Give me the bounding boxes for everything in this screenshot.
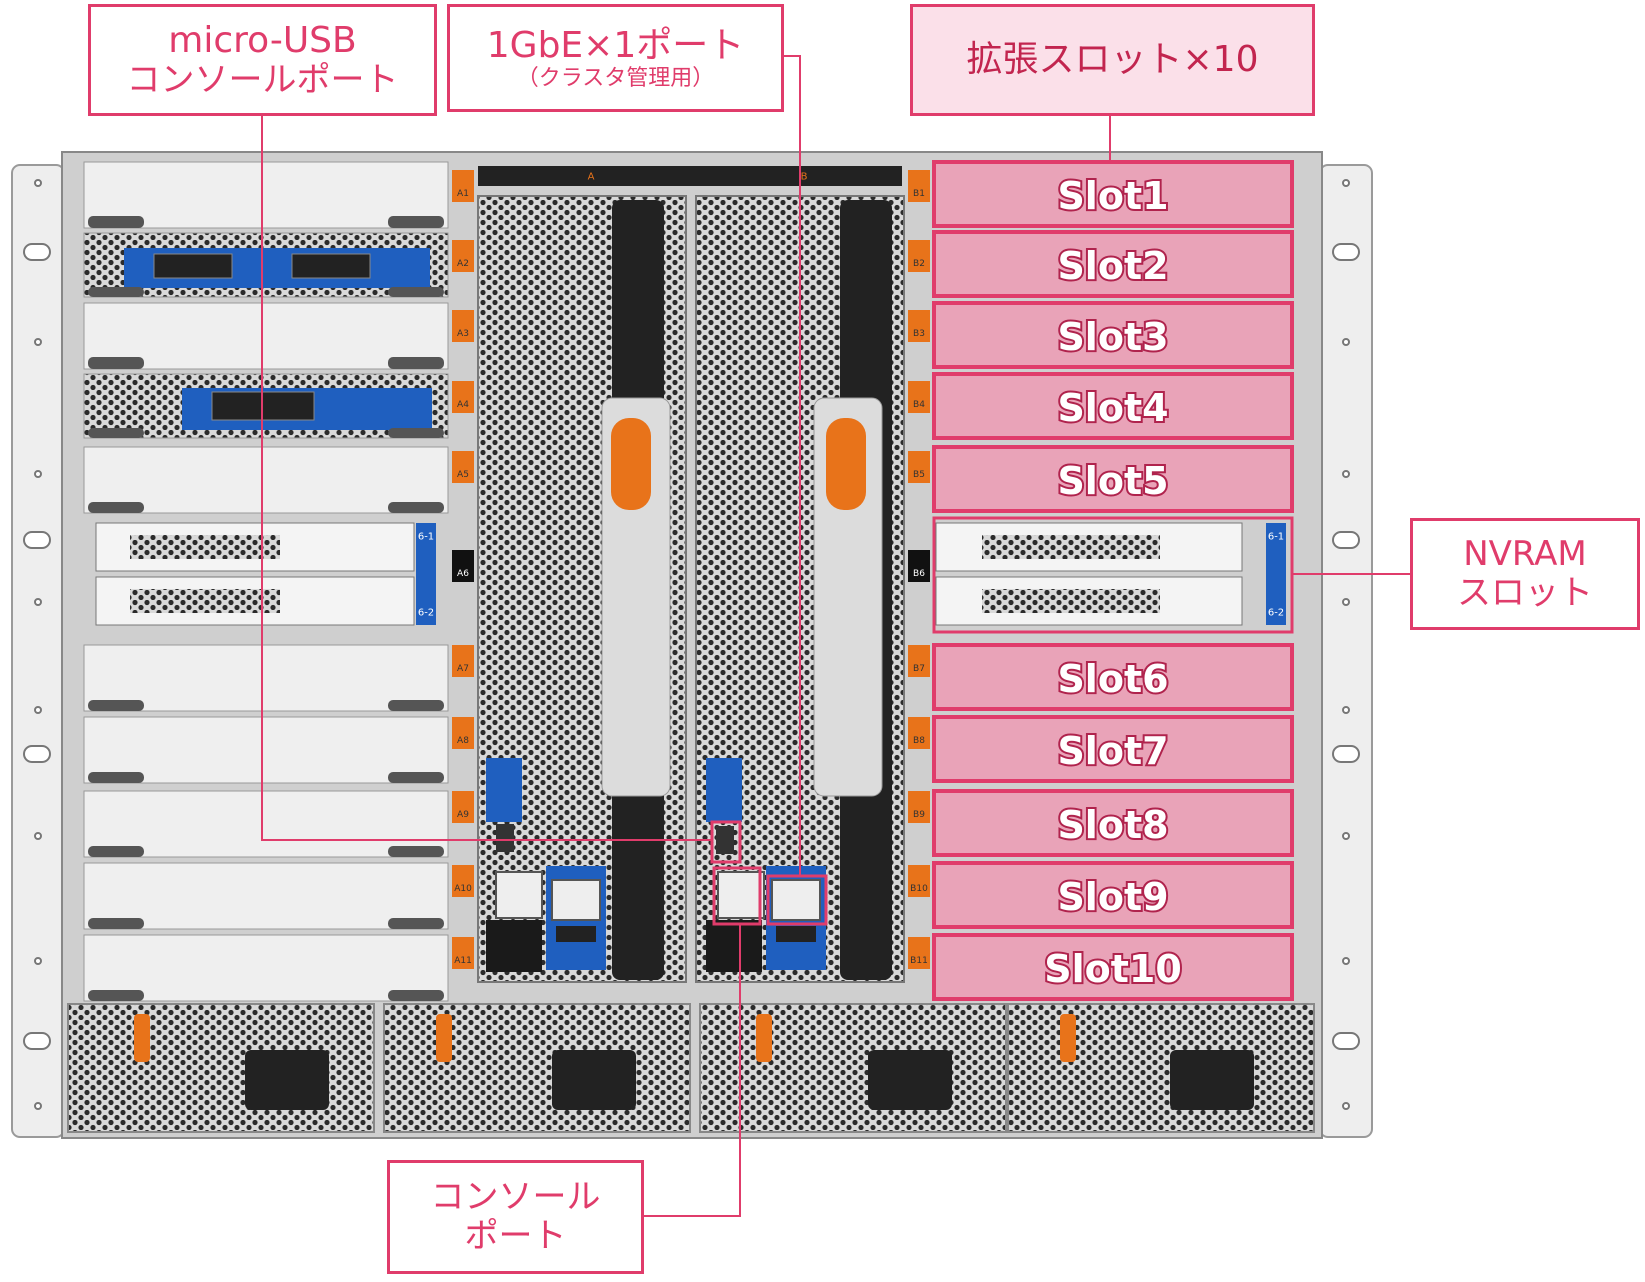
expansion-slot-label-8: Slot8 xyxy=(1057,803,1168,847)
b-bay-tab-4 xyxy=(908,381,930,413)
expansion-slot-label-10: Slot10 xyxy=(1044,947,1182,991)
a-bay-label-9: A9 xyxy=(457,810,469,820)
leader-lines xyxy=(261,55,1410,1217)
expansion-slot-2 xyxy=(932,230,1294,298)
b-bay-tab-5 xyxy=(908,451,930,483)
a-bay-label-1: A1 xyxy=(457,189,469,199)
gbe-port-callout-line2: （クラスタ管理用） xyxy=(516,66,715,92)
b-bay-label-9: B9 xyxy=(913,810,925,820)
expansion-slot-7 xyxy=(932,715,1294,783)
gbe-port-callout: 1GbE×1ポート （クラスタ管理用） xyxy=(447,4,784,112)
a-bay-tab-10 xyxy=(452,865,474,897)
b-bay-label-8: B8 xyxy=(913,736,925,746)
b-bay-label-5: B5 xyxy=(913,470,925,480)
a-bay-label-4: A4 xyxy=(457,400,469,410)
gbe-port-highlight xyxy=(766,874,828,926)
nvram-left-id-bottom: 6-2 xyxy=(418,608,434,619)
b-bay-label-6: B6 xyxy=(913,569,925,579)
nvram-right-id-bottom: 6-2 xyxy=(1268,608,1284,619)
b-bay-label-4: B4 xyxy=(913,400,925,410)
b-bay-tab-2 xyxy=(908,240,930,272)
rack-ear-holes xyxy=(23,179,1360,1110)
b-bay-tab-7 xyxy=(908,645,930,677)
a-bay-tab-6 xyxy=(452,550,474,582)
expansion-slot-3 xyxy=(932,301,1294,369)
a-bay-label-11: A11 xyxy=(454,956,472,966)
b-bay-tab-8 xyxy=(908,717,930,749)
b-bay-label-1: B1 xyxy=(913,189,925,199)
a-bay-tab-3 xyxy=(452,310,474,342)
expansion-slot-label-9: Slot9 xyxy=(1057,875,1168,919)
b-bay-tab-10 xyxy=(908,865,930,897)
a-bay-label-2: A2 xyxy=(457,259,469,269)
console-port-callout-line1: コンソール xyxy=(430,1176,601,1217)
a-bay-tab-8 xyxy=(452,717,474,749)
expansion-slot-label-1: Slot1 xyxy=(1057,174,1168,218)
left-rack-ear xyxy=(11,164,65,1138)
power-supplies xyxy=(67,1003,1315,1133)
b-bay-label-11: B11 xyxy=(910,956,928,966)
a-bay-label-10: A10 xyxy=(454,884,472,894)
expansion-slot-callout-label: 拡張スロット×10 xyxy=(966,39,1259,81)
console-port-callout: コンソール ポート xyxy=(387,1160,644,1274)
expansion-slots: Slot1Slot2Slot3Slot4Slot5Slot6Slot7Slot8… xyxy=(932,160,1294,1001)
a-bay-tab-1 xyxy=(452,170,474,202)
expansion-slot-4 xyxy=(932,372,1294,440)
controller-b-label: B xyxy=(801,172,808,183)
expansion-slot-5 xyxy=(932,445,1294,513)
nvram-slot-callout: NVRAM スロット xyxy=(1410,518,1640,630)
b-bay-tab-9 xyxy=(908,791,930,823)
expansion-slot-9 xyxy=(932,861,1294,929)
a-bay-tab-2 xyxy=(452,240,474,272)
b-bay-tab-6 xyxy=(908,550,930,582)
a-bay-tab-5 xyxy=(452,451,474,483)
b-bay-label-10: B10 xyxy=(910,884,928,894)
b-bay-label-7: B7 xyxy=(913,664,925,674)
expansion-slot-label-5: Slot5 xyxy=(1057,459,1168,503)
a-bay-tab-11 xyxy=(452,937,474,969)
a-bay-tab-7 xyxy=(452,645,474,677)
console-port-callout-line2: ポート xyxy=(464,1216,567,1256)
expansion-slot-callout: 拡張スロット×10 xyxy=(910,4,1315,116)
a-bay-label-7: A7 xyxy=(457,664,469,674)
b-bay-label-3: B3 xyxy=(913,329,925,339)
micro-usb-callout-line1: micro-USB xyxy=(168,19,357,61)
expansion-slot-label-4: Slot4 xyxy=(1057,386,1168,430)
b-bay-tab-3 xyxy=(908,310,930,342)
gbe-port-callout-line1: 1GbE×1ポート xyxy=(486,24,745,66)
a-bay-label-8: A8 xyxy=(457,736,469,746)
expansion-slot-label-2: Slot2 xyxy=(1057,244,1168,288)
a-bay-tab-4 xyxy=(452,381,474,413)
a-bay-label-6: A6 xyxy=(457,569,469,579)
controller-a: A xyxy=(477,166,902,983)
nvram-right-module: 6-1 6-2 xyxy=(935,522,1286,626)
a-bay-label-5: A5 xyxy=(457,470,469,480)
expansion-slot-8 xyxy=(932,789,1294,857)
nvram-slot-callout-line2: スロット xyxy=(1457,573,1593,613)
expansion-slot-6 xyxy=(932,643,1294,711)
right-rack-ear xyxy=(1319,164,1373,1138)
a-bay-label-3: A3 xyxy=(457,329,469,339)
console-port-highlight xyxy=(712,866,762,926)
nvram-left-id-top: 6-1 xyxy=(418,532,434,543)
expansion-slot-label-3: Slot3 xyxy=(1057,315,1168,359)
expansion-slot-label-6: Slot6 xyxy=(1057,657,1168,701)
b-bay-tab-11 xyxy=(908,937,930,969)
nvram-slot-callout-line1: NVRAM xyxy=(1463,533,1587,574)
expansion-slot-1 xyxy=(932,160,1294,228)
micro-usb-callout: micro-USB コンソールポート xyxy=(88,4,437,116)
b-bay-label-2: B2 xyxy=(913,259,925,269)
controller-a-label: A xyxy=(588,172,595,183)
micro-usb-callout-line2: コンソールポート xyxy=(126,60,399,101)
expansion-slot-label-7: Slot7 xyxy=(1057,729,1168,773)
expansion-slot-10 xyxy=(932,933,1294,1001)
usb-port-highlight xyxy=(710,820,742,864)
a-bay-tab-9 xyxy=(452,791,474,823)
b-bay-tab-1 xyxy=(908,170,930,202)
nvram-right-id-top: 6-1 xyxy=(1268,532,1284,543)
left-slot-column: 6-1 6-2 xyxy=(83,161,449,1002)
